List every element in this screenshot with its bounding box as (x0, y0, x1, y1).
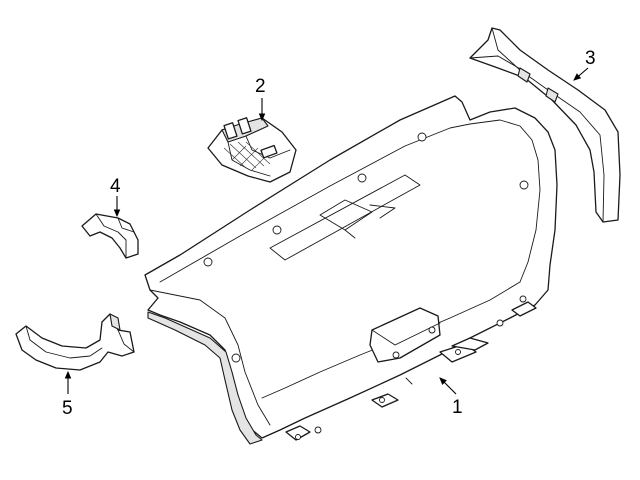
callout-3: 3 (585, 48, 596, 69)
curved-bracket-part (15, 313, 135, 371)
callout-2: 2 (255, 76, 266, 97)
trunk-lid-trim-panel (144, 95, 558, 445)
leader-lines (64, 67, 589, 395)
callout-5: 5 (62, 398, 73, 419)
side-trim-part (469, 27, 621, 223)
leader-3 (573, 67, 589, 81)
callout-1: 1 (452, 397, 463, 418)
leader-1 (439, 377, 457, 395)
bracket-part (207, 117, 297, 183)
callout-4: 4 (110, 176, 121, 197)
small-clip-part (81, 213, 139, 259)
